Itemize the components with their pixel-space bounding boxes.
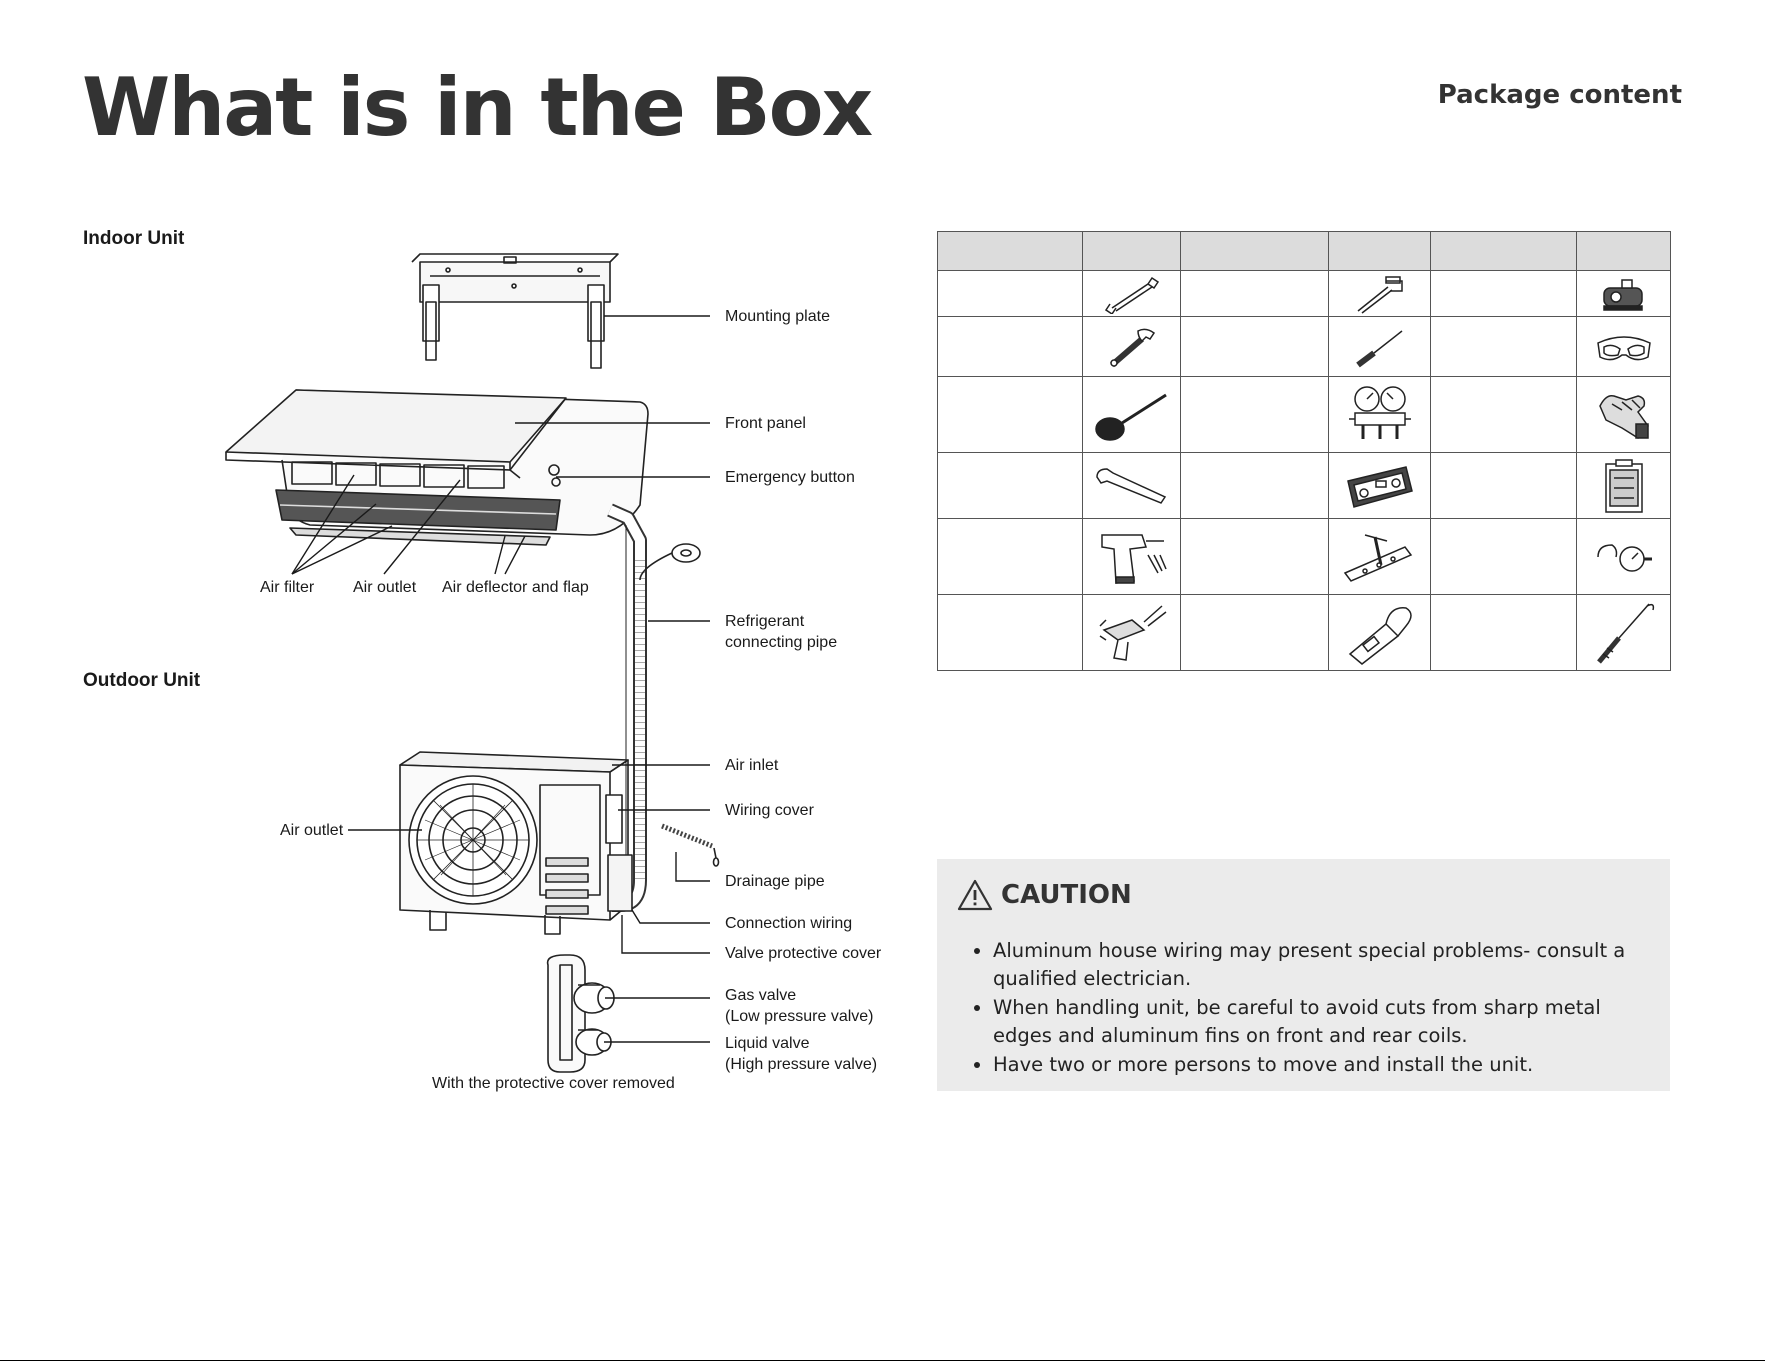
label-emergency-button: Emergency button xyxy=(725,469,855,486)
indoor-unit-drawing xyxy=(225,389,649,546)
caution-header: CAUTION xyxy=(957,879,1648,911)
label-outdoor-air-outlet: Air outlet xyxy=(280,822,344,839)
table-row xyxy=(937,452,1671,519)
screwdriver-icon xyxy=(1328,316,1431,377)
label-refrigerant-line1: Refrigerant xyxy=(725,613,805,630)
adjustable-wrench-icon xyxy=(1082,316,1181,377)
indoor-unit-heading: Indoor Unit xyxy=(83,228,185,249)
caution-item: Have two or more persons to move and ins… xyxy=(993,1051,1648,1079)
table-row xyxy=(937,594,1671,671)
label-air-deflector: Air deflector and flap xyxy=(442,579,589,596)
caution-box: CAUTION Aluminum house wiring may presen… xyxy=(937,859,1670,1091)
label-indoor-air-outlet: Air outlet xyxy=(353,579,417,596)
caution-list: Aluminum house wiring may present specia… xyxy=(957,937,1648,1079)
label-air-filter: Air filter xyxy=(260,579,315,596)
label-connection-wiring: Connection wiring xyxy=(725,915,852,932)
label-gas-valve-line1: Gas valve xyxy=(725,987,796,1004)
page-title: What is in the Box xyxy=(82,61,873,154)
mounting-plate-drawing xyxy=(411,253,619,369)
blower-bulb-icon xyxy=(1082,376,1181,453)
caution-item: Aluminum house wiring may present specia… xyxy=(993,937,1648,993)
manifold-gauge-icon xyxy=(1328,376,1431,453)
caution-title: CAUTION xyxy=(1001,880,1132,910)
table-row xyxy=(937,316,1671,377)
label-refrigerant-line2: connecting pipe xyxy=(725,634,837,651)
label-drainage-pipe: Drainage pipe xyxy=(725,873,825,890)
refrigerant-pipe-drawing xyxy=(607,503,701,912)
table-row xyxy=(937,518,1671,595)
outdoor-unit-drawing xyxy=(399,751,720,935)
label-cover-removed: With the protective cover removed xyxy=(432,1075,675,1092)
label-mounting-plate: Mounting plate xyxy=(725,308,830,325)
tools-table xyxy=(937,231,1671,671)
valve-detail-drawing xyxy=(546,954,615,1073)
footer-rule xyxy=(0,1360,1765,1361)
table-row xyxy=(937,270,1671,317)
label-liquid-valve-line1: Liquid valve xyxy=(725,1035,810,1052)
cordless-drill-icon xyxy=(1082,518,1181,595)
tool-case-icon xyxy=(1576,452,1671,519)
table-header-row xyxy=(937,231,1671,271)
torque-gauge-icon xyxy=(1576,518,1671,595)
label-liquid-valve-line2: (High pressure valve) xyxy=(725,1056,877,1073)
spirit-level-icon xyxy=(1328,452,1431,519)
label-front-panel: Front panel xyxy=(725,415,806,432)
warning-triangle-icon xyxy=(957,879,993,911)
caution-item: When handling unit, be careful to avoid … xyxy=(993,994,1648,1050)
label-valve-cover: Valve protective cover xyxy=(725,945,882,962)
outdoor-unit-heading: Outdoor Unit xyxy=(83,670,201,691)
table-row xyxy=(937,376,1671,453)
pipe-wrench-icon xyxy=(1328,270,1431,317)
brazing-torch-icon xyxy=(1576,594,1671,671)
label-gas-valve-line2: (Low pressure valve) xyxy=(725,1008,874,1025)
flaring-tool-icon xyxy=(1328,518,1431,595)
safety-goggles-icon xyxy=(1576,316,1671,377)
package-content-heading: Package content xyxy=(1437,80,1682,110)
clamp-meter-icon xyxy=(1328,594,1431,671)
work-gloves-icon xyxy=(1576,376,1671,453)
vacuum-pump-icon xyxy=(1576,270,1671,317)
label-air-inlet: Air inlet xyxy=(725,757,779,774)
hammer-drill-icon xyxy=(1082,594,1181,671)
label-wiring-cover: Wiring cover xyxy=(725,802,815,819)
wrench-icon xyxy=(1082,270,1181,317)
hex-key-icon xyxy=(1082,452,1181,519)
